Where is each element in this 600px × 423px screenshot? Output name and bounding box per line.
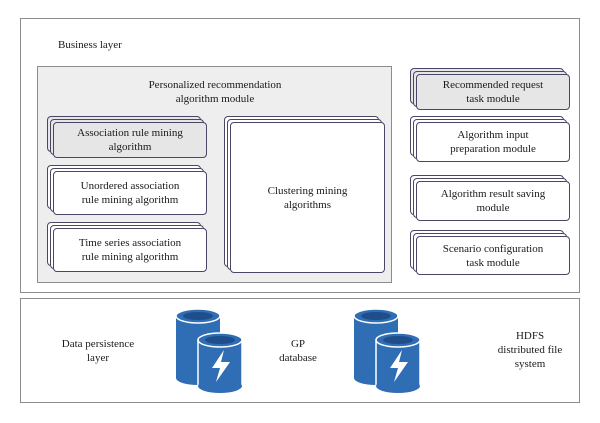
algorithm-result-saving-line2: module: [476, 202, 510, 214]
gp-database-line2: database: [279, 352, 317, 364]
database-icon-left: [175, 308, 243, 393]
hdfs-line3: system: [514, 358, 546, 370]
unordered-association-line2: rule mining algorithm: [81, 194, 179, 206]
recommended-request-module: Recommended request task module: [410, 68, 570, 110]
algorithm-input-line1: Algorithm input: [457, 129, 529, 141]
recommended-request-line1: Recommended request: [442, 79, 544, 91]
lightning-icon-left: [212, 350, 230, 382]
time-series-association-line2: rule mining algorithm: [81, 251, 179, 263]
algorithm-result-saving-module: Algorithm result saving module: [410, 175, 570, 221]
hdfs-line2: distributed file: [497, 344, 563, 356]
business-layer-label: Business layer: [58, 39, 122, 51]
persistence-layer-line1: Data persistence: [61, 338, 135, 350]
algorithm-module-title-line2: algorithm module: [175, 93, 255, 105]
association-rule-line2: algorithm: [108, 141, 152, 153]
unordered-association-card: Unordered association rule mining algori…: [47, 165, 207, 215]
persistence-layer-panel: [20, 298, 580, 403]
association-rule-line1: Association rule mining: [77, 127, 183, 139]
clustering-mining-card: Clustering mining algorithms: [224, 116, 385, 273]
algorithm-module-title-line1: Personalized recommendation: [148, 79, 282, 91]
time-series-association-line1: Time series association: [78, 237, 182, 249]
algorithm-result-saving-line1: Algorithm result saving: [440, 188, 546, 200]
gp-database-label: GP database: [268, 337, 328, 365]
time-series-association-card: Time series association rule mining algo…: [47, 222, 207, 272]
lightning-icon-right: [390, 350, 408, 382]
persistence-layer-line2: layer: [87, 352, 109, 364]
scenario-configuration-module: Scenario configuration task module: [410, 230, 570, 275]
unordered-association-line1: Unordered association: [80, 180, 180, 192]
clustering-mining-line1: Clustering mining: [267, 184, 348, 197]
database-icon-right: [353, 308, 421, 393]
gp-database-line1: GP: [290, 338, 306, 350]
algorithm-input-line2: preparation module: [450, 143, 536, 155]
persistence-layer-label: Data persistence layer: [48, 337, 148, 365]
association-rule-card: Association rule mining algorithm: [47, 116, 207, 158]
scenario-configuration-line2: task module: [466, 256, 520, 269]
recommended-request-line2: task module: [466, 93, 520, 105]
hdfs-label: HDFS distributed file system: [475, 329, 585, 371]
scenario-configuration-line1: Scenario configuration: [442, 242, 544, 255]
clustering-mining-line2: algorithms: [283, 198, 332, 211]
algorithm-module-title: Personalized recommendation algorithm mo…: [120, 78, 310, 106]
hdfs-line1: HDFS: [515, 330, 545, 342]
algorithm-input-module: Algorithm input preparation module: [410, 116, 570, 162]
